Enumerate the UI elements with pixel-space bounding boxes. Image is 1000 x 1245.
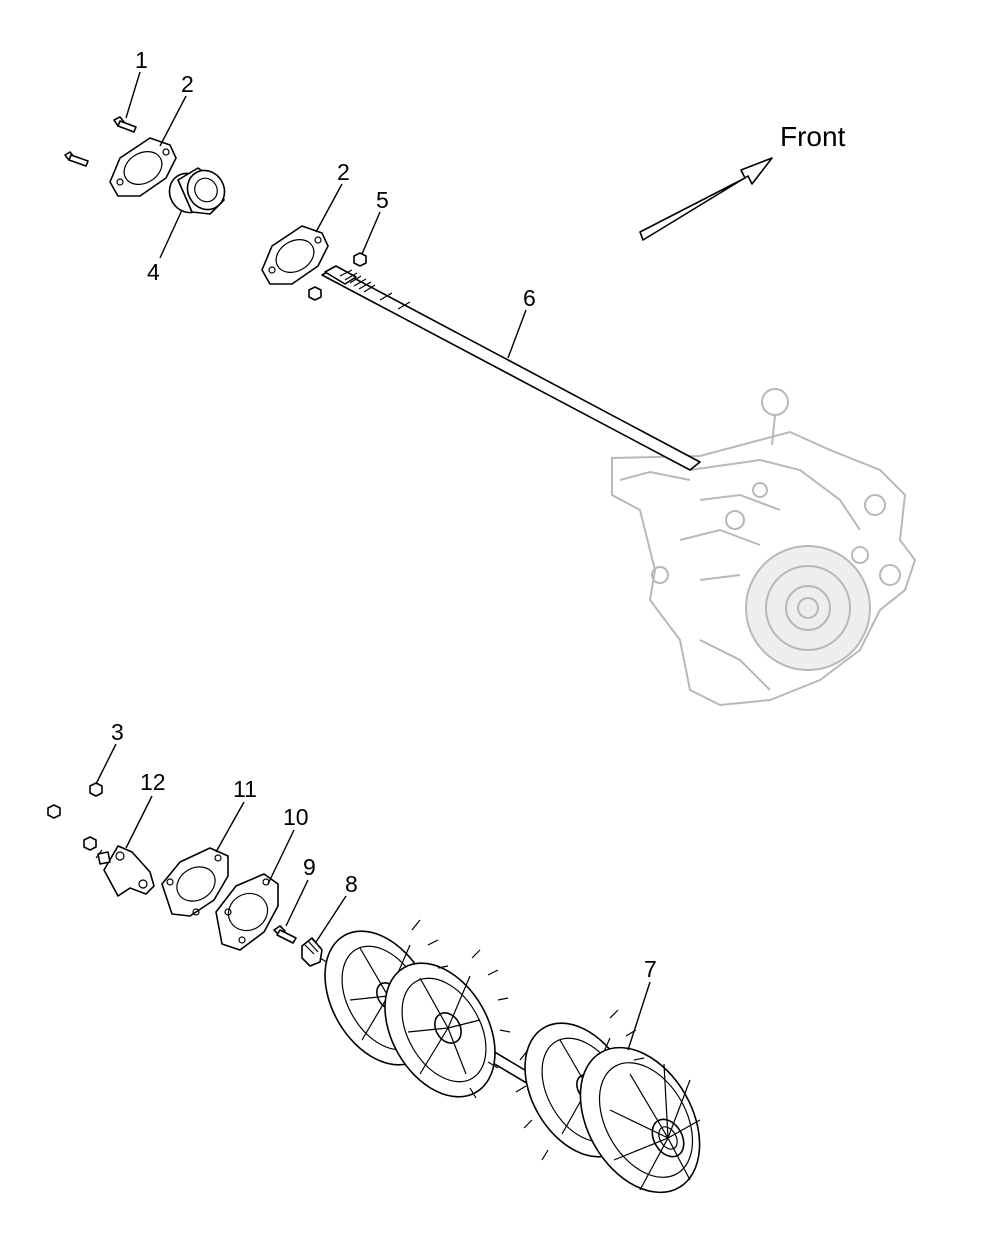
front-label: Front xyxy=(780,121,846,152)
flange-plate-lower xyxy=(161,847,229,917)
leader-7 xyxy=(627,981,651,1051)
track-drive-assembly xyxy=(324,919,701,1194)
callout-7: 7 xyxy=(644,956,657,982)
callout-2-middle: 2 xyxy=(337,159,350,185)
leader-8 xyxy=(315,895,347,943)
front-direction-arrow xyxy=(639,157,773,241)
bolt-lower xyxy=(273,925,297,944)
callout-3: 3 xyxy=(111,719,124,745)
callout-5: 5 xyxy=(376,187,389,213)
sensor-bracket xyxy=(95,845,155,897)
leader-6 xyxy=(507,309,527,359)
callout-8: 8 xyxy=(345,871,358,897)
callout-1: 1 xyxy=(135,47,148,73)
callout-11: 11 xyxy=(233,776,257,802)
leader-12 xyxy=(125,795,153,849)
nut-lower-b xyxy=(47,804,61,819)
gear xyxy=(301,937,331,967)
leader-2b xyxy=(315,183,343,233)
callout-12: 12 xyxy=(140,769,166,795)
callout-9: 9 xyxy=(303,854,316,880)
flange-plate-upper xyxy=(109,137,177,197)
callout-10: 10 xyxy=(283,804,309,830)
leader-2a xyxy=(159,95,187,147)
gearcase-housing-ghost xyxy=(611,388,917,707)
callout-4: 4 xyxy=(147,259,160,285)
leader-10 xyxy=(267,829,295,885)
drive-shaft xyxy=(321,265,701,471)
nut-upper-a xyxy=(353,252,367,267)
leader-9 xyxy=(285,879,309,927)
leader-3 xyxy=(95,743,117,785)
flange-plate-middle xyxy=(261,225,329,285)
leader-1 xyxy=(125,71,141,119)
nut-lower-c xyxy=(83,836,97,851)
leader-11 xyxy=(215,801,245,853)
leader-5 xyxy=(361,211,381,255)
bolt-upper-left xyxy=(64,151,89,167)
leader-lines xyxy=(95,71,651,1051)
gasket xyxy=(215,873,279,951)
leader-4 xyxy=(159,209,183,259)
nut-upper-b xyxy=(308,286,322,301)
bearing xyxy=(168,167,226,215)
bolt-upper-top xyxy=(113,116,137,133)
nut-lower-a xyxy=(89,782,103,797)
callout-6: 6 xyxy=(523,285,536,311)
callout-2-upper: 2 xyxy=(181,71,194,97)
